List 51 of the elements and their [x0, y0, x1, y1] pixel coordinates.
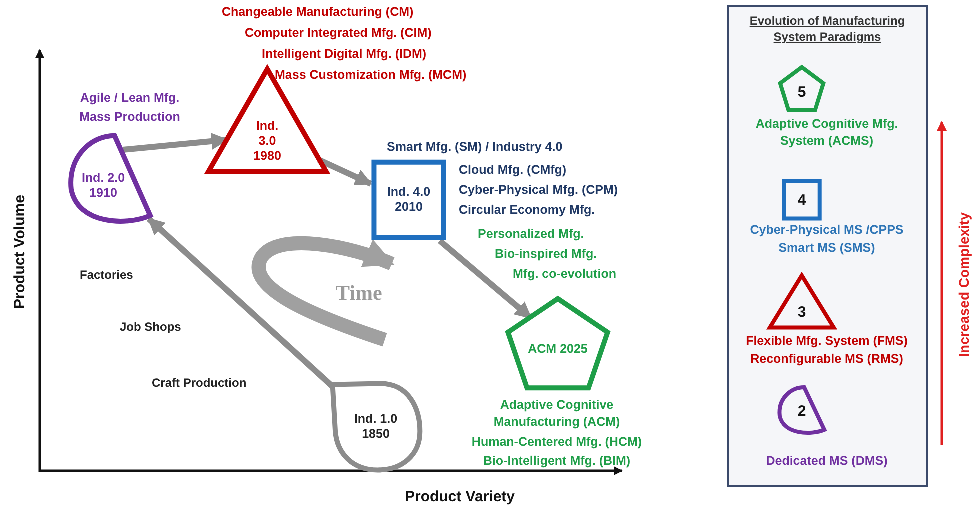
square-node [372, 160, 446, 240]
annotation-text: Human-Centered Mfg. (HCM) [470, 434, 644, 451]
stage-label: Craft Production [152, 376, 247, 390]
annotation-text: Dedicated MS (DMS) [765, 453, 889, 470]
annotation-text: Changeable Manufacturing (CM) [222, 4, 414, 21]
arrow-label: Time [336, 281, 382, 306]
annotation-text: Bio-Intelligent Mfg. (BIM) [482, 453, 632, 470]
annotation-text: Reconfigurable MS (RMS) [750, 351, 904, 368]
annotation-text: Smart MS (SMS) [778, 240, 876, 257]
annotation-text: Circular Economy Mfg. [459, 202, 596, 219]
node-label: 2 [796, 404, 808, 418]
pentagon-node [505, 296, 611, 392]
axis-title: Product Volume [12, 195, 28, 309]
annotation-text: Mfg. co-evolution [513, 266, 616, 283]
arrow [438, 238, 533, 320]
arrow [146, 216, 334, 388]
node-label: Ind. 2.0 1910 [80, 171, 126, 201]
drop-shape-node [330, 382, 422, 472]
legend-panel [727, 5, 928, 487]
annotation-text: Cyber-Physical Mfg. (CPM) [459, 182, 618, 199]
node-label: 3 [796, 304, 808, 320]
stage-label: Job Shops [120, 320, 182, 334]
annotation-text: Mass Production [78, 109, 182, 126]
triangle-node [768, 274, 836, 330]
annotation-text: Adaptive Cognitive Mfg. System (ACMS) [754, 116, 900, 150]
node-label: 4 [796, 192, 808, 208]
node-label: Ind. 1.0 1850 [353, 412, 399, 442]
annotation-text: Cyber-Physical MS /CPPS [749, 222, 905, 239]
arrow [318, 157, 373, 187]
node-label: 5 [796, 84, 808, 100]
fan-shape-node [778, 386, 826, 436]
panel-heading: Evolution of Manufacturing System Paradigms [748, 13, 906, 45]
annotation-text: Bio-inspired Mfg. [495, 246, 598, 263]
node-label: Ind. 4.0 2010 [386, 185, 432, 215]
annotation-text: Mass Customization Mfg. (MCM) [275, 67, 467, 84]
pentagon-node [779, 66, 825, 112]
stage-label: Factories [80, 268, 134, 282]
annotation-text: Personalized Mfg. [478, 226, 584, 243]
fan-shape-node [68, 133, 153, 227]
square-node [783, 180, 821, 220]
annotation-text: Agile / Lean Mfg. [79, 90, 181, 107]
axis-title: Increased Complexity [956, 212, 972, 358]
annotation-text: Flexible Mfg. System (FMS) [745, 333, 909, 350]
annotation-text: Computer Integrated Mfg. (CIM) [245, 25, 432, 42]
node-label: ACM 2025 [528, 342, 588, 356]
annotation-text: Cloud Mfg. (CMfg) [459, 162, 567, 179]
annotation-text: Adaptive Cognitive Manufacturing (ACM) [492, 397, 622, 431]
annotation-text: Intelligent Digital Mfg. (IDM) [262, 46, 427, 63]
node-label: Ind. 3.0 1980 [252, 118, 282, 164]
axis-title: Product Variety [404, 488, 516, 506]
annotation-text: Smart Mfg. (SM) / Industry 4.0 [387, 139, 563, 156]
